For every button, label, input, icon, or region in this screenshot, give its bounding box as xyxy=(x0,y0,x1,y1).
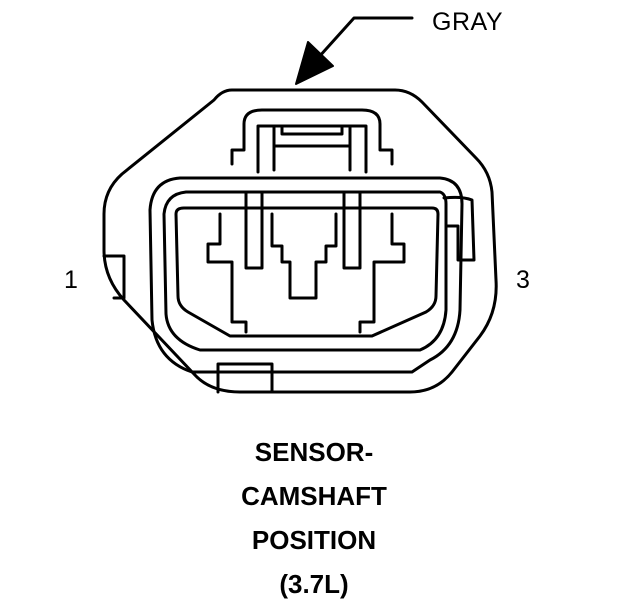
gray-callout-label: GRAY xyxy=(432,8,503,36)
title-line-4: (3.7L) xyxy=(279,569,349,599)
right-side-tab xyxy=(442,195,476,262)
terminal-center-post xyxy=(270,212,338,300)
connector-latch xyxy=(230,108,394,174)
left-side-tab xyxy=(102,254,126,300)
title-line-1: SENSOR- xyxy=(254,437,374,467)
bottom-key xyxy=(216,362,274,394)
title-line-2: CAMSHAFT xyxy=(241,481,387,511)
connector-housing-outline xyxy=(102,88,498,394)
terminal-divider-left xyxy=(206,190,264,334)
inner-shroud-inner-wall xyxy=(162,190,448,352)
pin-1-label: 1 xyxy=(64,266,78,294)
pin-3-label: 3 xyxy=(516,266,530,294)
terminal-cavity-body xyxy=(174,206,440,338)
inner-shroud-outer-wall xyxy=(148,176,464,374)
terminal-divider-right xyxy=(342,190,406,334)
title-line-3: POSITION xyxy=(251,525,377,555)
callout-arrow xyxy=(295,16,414,85)
